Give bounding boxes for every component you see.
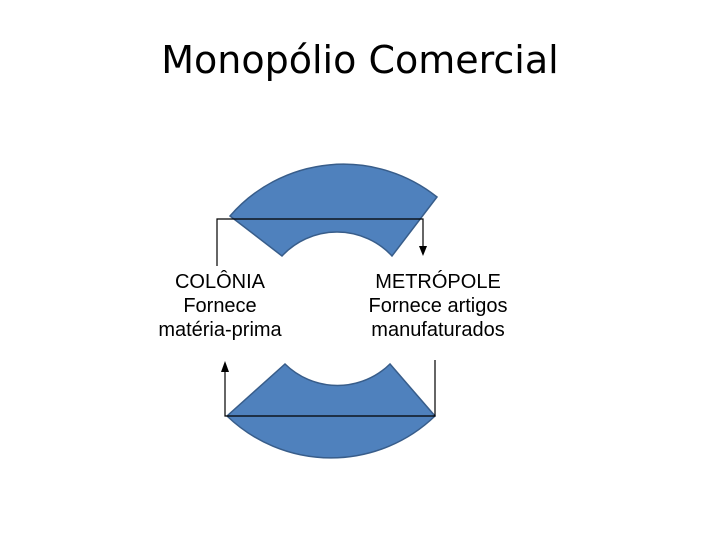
colonia-line1: Fornece [183,295,257,317]
arrowhead-up-icon [221,361,229,372]
page-title: Monopólio Comercial [161,38,559,82]
metropole-heading: METRÓPOLE [375,271,501,293]
metropole-line2: manufaturados [371,319,505,341]
metropole-line1: Fornece artigos [368,295,508,317]
bottom-connector-arrow [224,360,436,417]
metropole-block: METRÓPOLE Fornece artigos manufaturados [338,270,538,342]
top-connector-arrow [216,218,424,266]
colonia-block: COLÔNIA Fornece matéria-prima [120,270,320,342]
top-arc-band [228,163,439,258]
bottom-arc-band [225,362,437,459]
colonia-heading: COLÔNIA [174,271,266,293]
colonia-line2: matéria-prima [158,319,282,341]
arrowhead-down-icon [419,246,427,256]
